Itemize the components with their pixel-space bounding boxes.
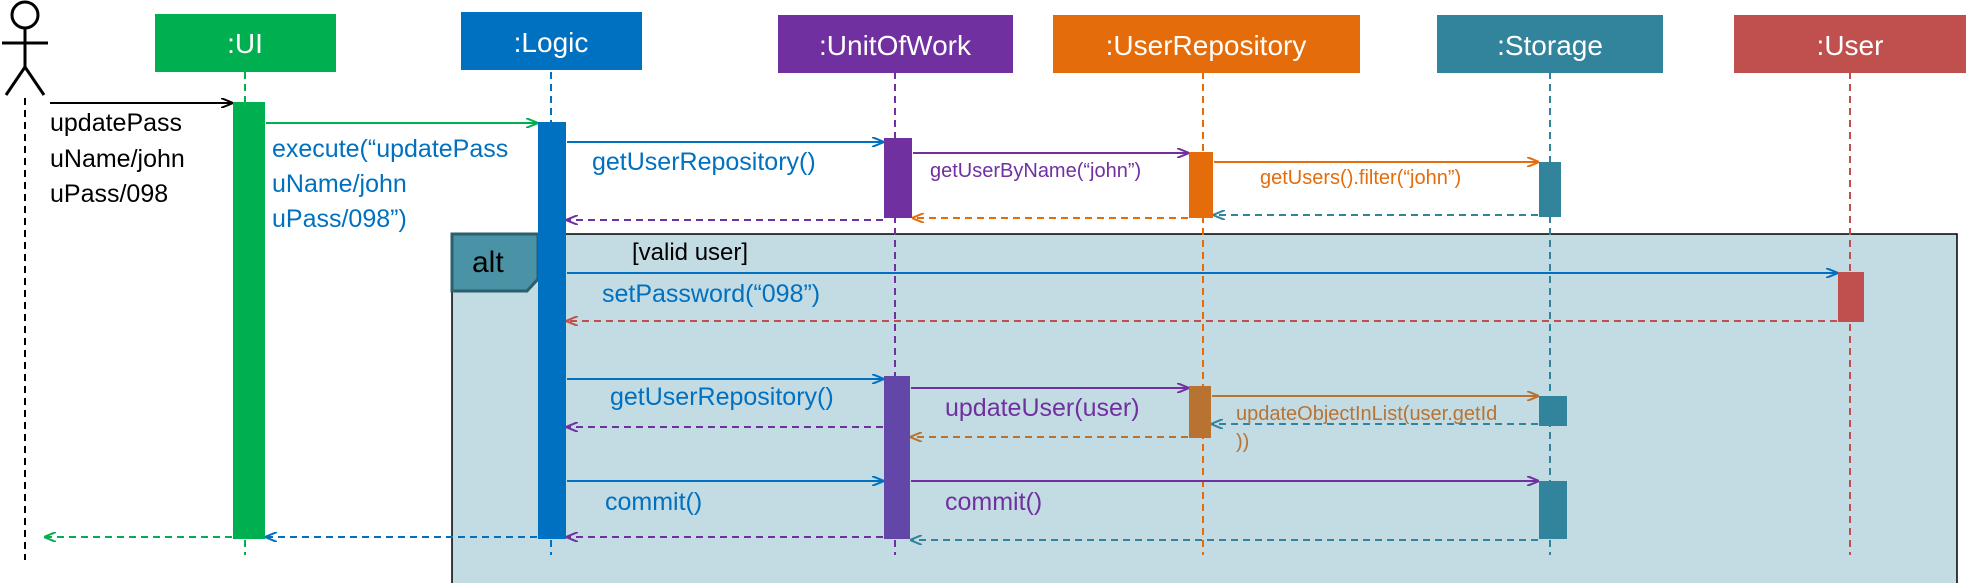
activation-userrepository-1 [1189, 152, 1213, 218]
participant-ui-label: :UI [227, 28, 263, 59]
actor-leg-left [4, 66, 27, 96]
update-obj-label-line-2: )) [1236, 431, 1249, 453]
execute-label-line-2: uName/john [272, 170, 407, 198]
actor-leg-right [23, 66, 46, 96]
alt-fragment-tab [450, 232, 540, 293]
get-repo-2-label: getUserRepository() [610, 383, 834, 411]
alt-fragment: alt [valid user] [450, 232, 1958, 583]
activation-unitofwork-1 [884, 138, 912, 218]
participant-user-label: :User [1817, 30, 1884, 61]
participant-userrepository: :UserRepository [1053, 15, 1360, 73]
participant-userrepository-label: :UserRepository [1106, 30, 1307, 61]
get-repo-1-label: getUserRepository() [592, 148, 816, 176]
activation-user [1838, 272, 1864, 322]
execute-label-line-3: uPass/098”) [272, 205, 407, 233]
activation-storage-3 [1539, 481, 1567, 539]
execute-label-line-1: execute(“updatePass [272, 135, 508, 163]
actor-message-line-1: updatePass [50, 109, 182, 137]
update-user-label: updateUser(user) [945, 394, 1140, 422]
actor-message-line-2: uName/john [50, 145, 185, 173]
actor-message-line-3: uPass/098 [50, 180, 168, 208]
participant-unitofwork-label: :UnitOfWork [819, 30, 972, 61]
participant-logic: :Logic [461, 12, 642, 70]
actor [2, 0, 48, 560]
alt-label: alt [472, 246, 504, 279]
commit-1-label: commit() [605, 488, 702, 516]
activation-storage-2 [1539, 396, 1567, 426]
participant-storage: :Storage [1437, 15, 1663, 73]
update-obj-label-line-1: updateObjectInList(user.getId [1236, 403, 1497, 425]
activation-logic [538, 122, 566, 539]
get-by-name-label: getUserByName(“john”) [930, 160, 1141, 182]
participant-storage-label: :Storage [1497, 30, 1603, 61]
set-password-label: setPassword(“098”) [602, 280, 820, 308]
activation-unitofwork-2 [884, 376, 910, 539]
activation-userrepository-2 [1189, 386, 1211, 438]
participant-user: :User [1734, 15, 1966, 73]
commit-2-label: commit() [945, 488, 1042, 516]
participant-logic-label: :Logic [514, 27, 589, 58]
actor-head-icon [10, 0, 40, 30]
participant-ui: :UI [155, 14, 336, 72]
get-users-label: getUsers().filter(“john”) [1260, 167, 1461, 189]
alt-guard: [valid user] [632, 239, 748, 266]
activation-ui [233, 102, 265, 539]
activation-storage-1 [1539, 162, 1561, 217]
participant-unitofwork: :UnitOfWork [778, 15, 1013, 73]
